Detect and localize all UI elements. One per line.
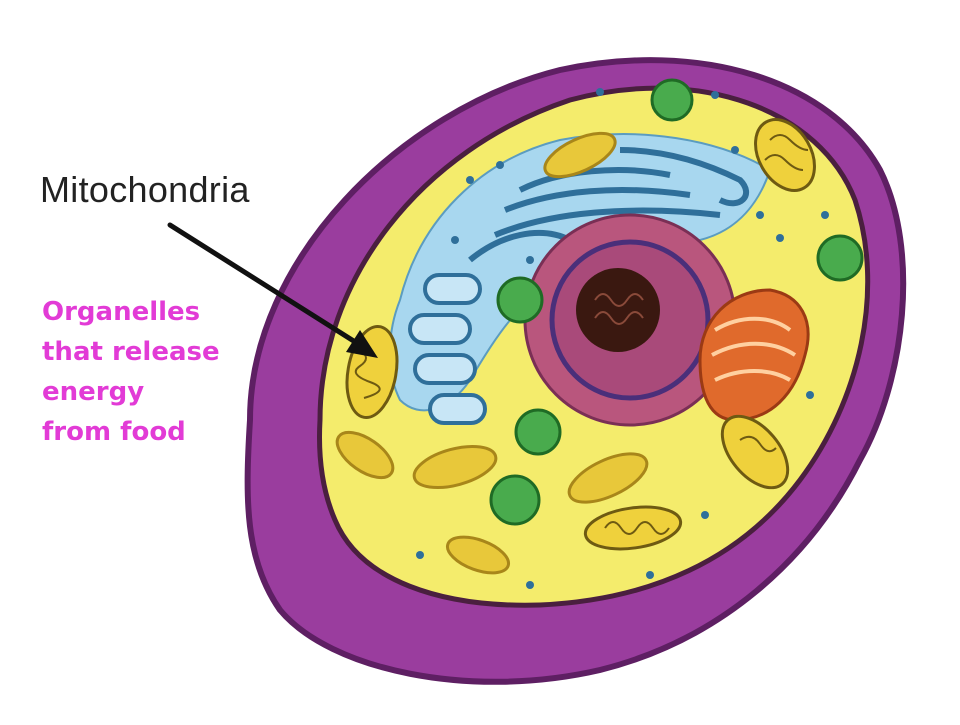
vacuoles: [335, 131, 649, 575]
mitochondria-cristae: [354, 134, 809, 535]
plastids: [489, 78, 864, 526]
ribosome-dots: [416, 88, 829, 589]
caption-line: from food: [42, 417, 186, 447]
caption-line: energy: [42, 377, 145, 407]
caption-line: Organelles: [42, 297, 201, 327]
nucleolus: [576, 268, 660, 352]
caption-line: that release: [42, 337, 220, 367]
caption: Organelles that release energy from food: [42, 292, 220, 452]
golgi-apparatus: [698, 288, 810, 422]
endoplasmic-reticulum: [388, 133, 772, 412]
diagram-title: Mitochondria: [40, 169, 250, 210]
pointer-arrow: [167, 222, 378, 358]
er-tubules: [408, 273, 487, 425]
